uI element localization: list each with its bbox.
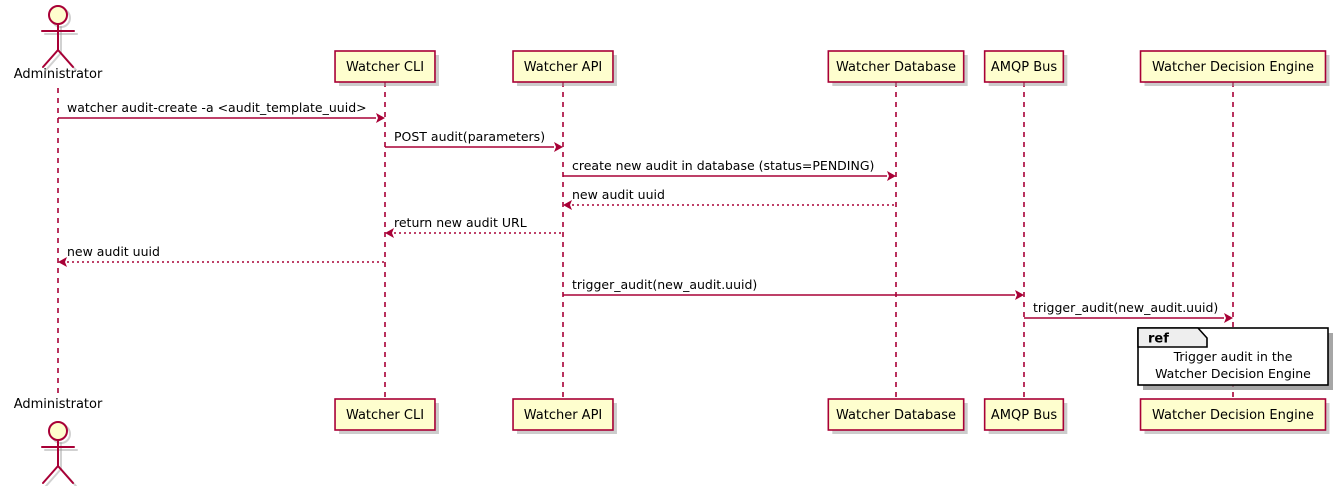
message-label: new audit uuid xyxy=(67,244,160,259)
actor-label-administrator: Administrator xyxy=(14,67,103,82)
participant-watcher-database[interactable]: Watcher Database xyxy=(827,50,968,86)
actor-label-administrator: Administrator xyxy=(14,397,103,412)
participant-amqp-bus[interactable]: AMQP Bus xyxy=(983,398,1068,434)
participant-label-amqp-bus: AMQP Bus xyxy=(991,408,1057,423)
message-arrowhead xyxy=(1224,313,1233,323)
message-label: return new audit URL xyxy=(394,215,527,230)
participant-amqp-bus[interactable]: AMQP Bus xyxy=(983,50,1068,86)
participant-label-watcher-api: Watcher API xyxy=(524,408,603,423)
participant-label-watcher-database: Watcher Database xyxy=(836,408,956,423)
actor-administrator[interactable]: Administrator xyxy=(14,5,103,82)
message-arrowhead xyxy=(887,171,896,181)
message-5[interactable]: return new audit URL xyxy=(385,215,563,238)
message-label: watcher audit-create -a <audit_template_… xyxy=(67,100,367,115)
ref-text-line: Watcher Decision Engine xyxy=(1155,366,1311,381)
participant-box xyxy=(983,50,1065,83)
participant-label-watcher-cli: Watcher CLI xyxy=(346,60,424,75)
participant-label-watcher-decision-engine: Watcher Decision Engine xyxy=(1152,408,1314,423)
message-label: trigger_audit(new_audit.uuid) xyxy=(1033,300,1218,315)
participant-label-amqp-bus: AMQP Bus xyxy=(991,60,1057,75)
message-6[interactable]: new audit uuid xyxy=(58,244,385,267)
message-arrowhead xyxy=(563,200,572,210)
participant-box xyxy=(983,398,1065,431)
message-label: trigger_audit(new_audit.uuid) xyxy=(572,277,757,292)
message-arrowhead xyxy=(58,257,67,267)
ref-text-line: Trigger audit in the xyxy=(1173,349,1293,364)
participant-watcher-api[interactable]: Watcher API xyxy=(512,398,617,434)
message-arrowhead xyxy=(376,113,385,123)
message-2[interactable]: POST audit(parameters) xyxy=(385,129,563,152)
participant-watcher-database[interactable]: Watcher Database xyxy=(827,398,968,434)
participant-box xyxy=(334,398,436,431)
participant-watcher-decision-engine[interactable]: Watcher Decision Engine xyxy=(1139,398,1330,434)
message-4[interactable]: new audit uuid xyxy=(563,187,896,210)
participant-label-watcher-cli: Watcher CLI xyxy=(346,408,424,423)
message-7[interactable]: trigger_audit(new_audit.uuid) xyxy=(563,277,1024,300)
participant-box xyxy=(512,398,614,431)
actor-head-icon xyxy=(48,421,68,441)
participant-watcher-cli[interactable]: Watcher CLI xyxy=(334,50,439,86)
participant-label-watcher-api: Watcher API xyxy=(524,60,603,75)
ref-tab xyxy=(1137,327,1208,348)
lifeline-group xyxy=(57,82,1234,399)
message-arrowhead xyxy=(385,228,394,238)
participant-watcher-cli[interactable]: Watcher CLI xyxy=(334,398,439,434)
participant-box xyxy=(1139,50,1327,83)
message-label: POST audit(parameters) xyxy=(394,129,545,144)
participant-box xyxy=(512,50,614,83)
actor-administrator[interactable]: Administrator xyxy=(14,397,103,486)
message-3[interactable]: create new audit in database (status=PEN… xyxy=(563,158,896,181)
actor-head-icon xyxy=(48,5,68,25)
message-label: create new audit in database (status=PEN… xyxy=(572,158,874,173)
message-arrowhead xyxy=(554,142,563,152)
participant-box xyxy=(827,398,965,431)
message-group: watcher audit-create -a <audit_template_… xyxy=(58,100,1233,323)
message-8[interactable]: trigger_audit(new_audit.uuid) xyxy=(1024,300,1233,323)
ref-tab-label: ref xyxy=(1148,332,1169,347)
participant-watcher-decision-engine[interactable]: Watcher Decision Engine xyxy=(1139,50,1330,86)
participant-watcher-api[interactable]: Watcher API xyxy=(512,50,617,86)
participant-label-watcher-decision-engine: Watcher Decision Engine xyxy=(1152,60,1314,75)
participant-box xyxy=(827,50,965,83)
message-1[interactable]: watcher audit-create -a <audit_template_… xyxy=(58,100,385,123)
participant-box xyxy=(1139,398,1327,431)
participants-top-row: Administrator Watcher CLI Watcher API Watch… xyxy=(14,5,1330,86)
participant-label-watcher-database: Watcher Database xyxy=(836,60,956,75)
message-arrowhead xyxy=(1015,290,1024,300)
message-label: new audit uuid xyxy=(572,187,665,202)
participant-box xyxy=(334,50,436,83)
